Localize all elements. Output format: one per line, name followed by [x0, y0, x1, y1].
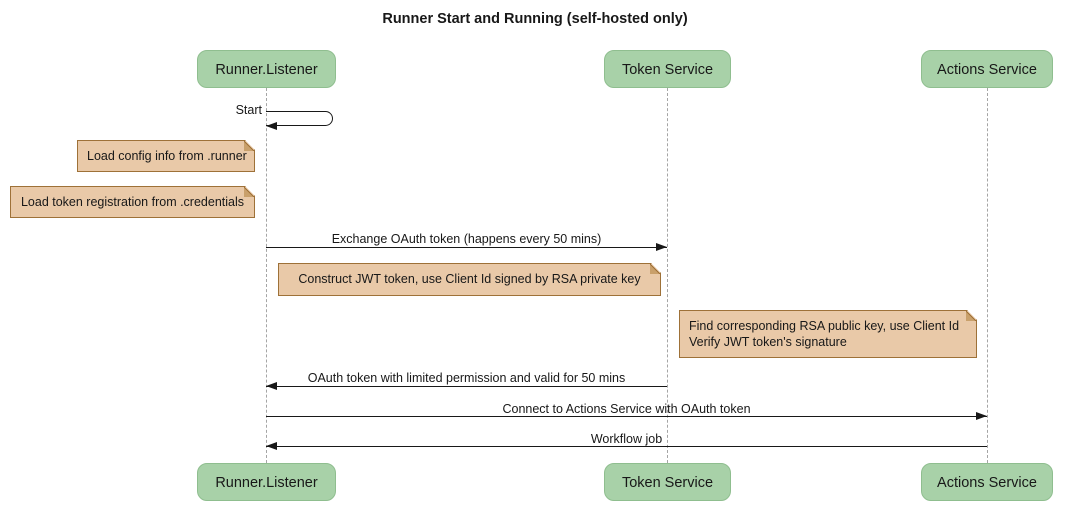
lifeline-runner-listener [266, 88, 267, 463]
message-exchange-oauth-label: Exchange OAuth token (happens every 50 m… [331, 232, 602, 246]
message-oauth-token-response-label: OAuth token with limited permission and … [307, 371, 626, 385]
message-oauth-token-response-arrowhead-icon [266, 382, 277, 390]
message-connect-actions-line [266, 412, 987, 420]
message-workflow-job-arrowhead-icon [266, 442, 277, 450]
message-connect-actions-arrowhead-icon [976, 412, 987, 420]
lifeline-actions-service [987, 88, 988, 463]
message-start-loop-line [266, 111, 333, 126]
note-construct-jwt: Construct JWT token, use Client Id signe… [278, 263, 661, 296]
message-connect-actions-label: Connect to Actions Service with OAuth to… [502, 402, 751, 416]
message-oauth-token-response-line [266, 382, 667, 390]
message-exchange-oauth-line [266, 243, 667, 251]
participant-token-service-bottom: Token Service [604, 463, 731, 501]
note-verify-jwt-line2: Verify JWT token's signature [689, 335, 847, 349]
participant-token-service-top: Token Service [604, 50, 731, 88]
participant-actions-service-top: Actions Service [921, 50, 1053, 88]
note-load-config: Load config info from .runner [77, 140, 255, 172]
message-workflow-job-line [266, 442, 987, 450]
note-verify-jwt: Find corresponding RSA public key, use C… [679, 310, 977, 358]
lifeline-token-service [667, 88, 668, 463]
message-workflow-job-label: Workflow job [590, 432, 663, 446]
diagram-title: Runner Start and Running (self-hosted on… [382, 11, 688, 27]
participant-runner-listener-top: Runner.Listener [197, 50, 336, 88]
note-load-token-registration: Load token registration from .credential… [10, 186, 255, 218]
note-verify-jwt-line1: Find corresponding RSA public key, use C… [689, 319, 960, 333]
message-start-label: Start [235, 103, 262, 117]
participant-actions-service-bottom: Actions Service [921, 463, 1053, 501]
participant-runner-listener-bottom: Runner.Listener [197, 463, 336, 501]
message-exchange-oauth-arrowhead-icon [656, 243, 667, 251]
message-start-arrowhead-icon [266, 122, 277, 130]
